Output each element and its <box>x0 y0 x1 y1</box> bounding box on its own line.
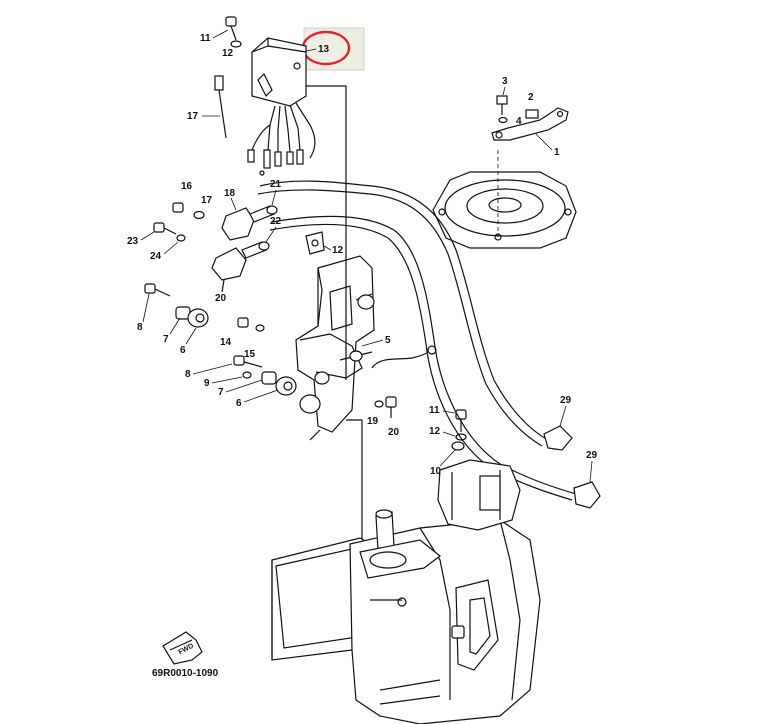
callout-7a: 7 <box>163 334 169 345</box>
washer-22: 17 <box>193 195 213 220</box>
washer-4: 4 <box>498 116 522 127</box>
callout-4: 4 <box>516 116 522 127</box>
band-19: 17 <box>187 75 227 139</box>
callout-2: 2 <box>528 92 534 103</box>
callout-11: 11 <box>429 405 440 416</box>
callout-16: 14 <box>220 337 232 348</box>
callout-5: 5 <box>385 335 391 346</box>
bolt-16: 14 <box>220 317 249 348</box>
callout-19: 17 <box>187 111 199 122</box>
collar-7-lower: 7 <box>218 371 277 398</box>
callout-29a: 29 <box>560 395 572 406</box>
bolt-8-lower: 8 <box>185 355 263 380</box>
fwd-arrow: FWD <box>162 631 203 665</box>
callout-26a: 21 <box>270 179 282 190</box>
callout-17: 15 <box>244 349 256 360</box>
callout-23: 20 <box>388 427 400 438</box>
bolt-8-upper: 8 <box>137 283 171 333</box>
washer-17: 15 <box>244 324 265 360</box>
callout-18: 12 <box>332 245 344 256</box>
callout-29b: 29 <box>586 450 598 461</box>
callout-6b: 6 <box>236 398 242 409</box>
callout-21: 16 <box>181 181 193 192</box>
callout-12: 12 <box>429 426 441 437</box>
callout-24: 19 <box>367 416 379 427</box>
grommet-6-upper: 6 <box>180 308 209 356</box>
highlight-part-13[interactable]: 13 <box>301 27 365 71</box>
collar-7-upper: 7 <box>163 306 191 345</box>
engine-block <box>271 459 541 724</box>
callout-14: 11 <box>200 33 211 44</box>
callout-8a: 8 <box>137 322 143 333</box>
bracket-5: 5 <box>295 255 437 441</box>
flywheel-magneto <box>432 150 577 249</box>
grommet-6-lower: 6 <box>236 376 297 409</box>
callout-28: 24 <box>150 251 162 262</box>
callout-3: 3 <box>502 76 508 87</box>
callout-6a: 6 <box>180 345 186 356</box>
cord-29-upper: 29 <box>257 180 573 451</box>
washer-9-lower: 9 <box>204 371 252 389</box>
bolt-3: 3 <box>496 76 508 115</box>
bolt-27: 23 <box>127 222 177 247</box>
callout-13: 13 <box>318 44 330 55</box>
callout-8b: 8 <box>185 369 191 380</box>
washer-28: 24 <box>150 234 186 262</box>
callout-10: 10 <box>430 466 442 477</box>
clip-2: 2 <box>525 92 539 119</box>
callout-15: 12 <box>222 48 234 59</box>
callout-27: 23 <box>127 236 139 247</box>
bolt-23: 20 <box>385 396 400 438</box>
cdi-unit <box>247 37 316 176</box>
callout-22: 17 <box>201 195 213 206</box>
bolt-14: 11 <box>200 16 237 44</box>
plate-1: 1 <box>491 107 569 158</box>
washer-24: 19 <box>367 400 384 427</box>
ignition-coil-20: 18 <box>221 188 278 241</box>
diagram-part-code: 69R0010-1090 <box>152 668 219 679</box>
grommet-10: 10 <box>430 441 465 477</box>
clip-18: 12 <box>305 231 344 256</box>
callout-9a: 9 <box>204 378 210 389</box>
bolt-21: 16 <box>172 181 193 213</box>
callout-7b: 7 <box>218 387 224 398</box>
ignition-coil-25: 20 <box>211 241 270 304</box>
washer-15: 12 <box>222 40 242 59</box>
callout-20: 18 <box>224 188 236 199</box>
callout-1: 1 <box>554 147 560 158</box>
callout-25: 20 <box>215 293 227 304</box>
